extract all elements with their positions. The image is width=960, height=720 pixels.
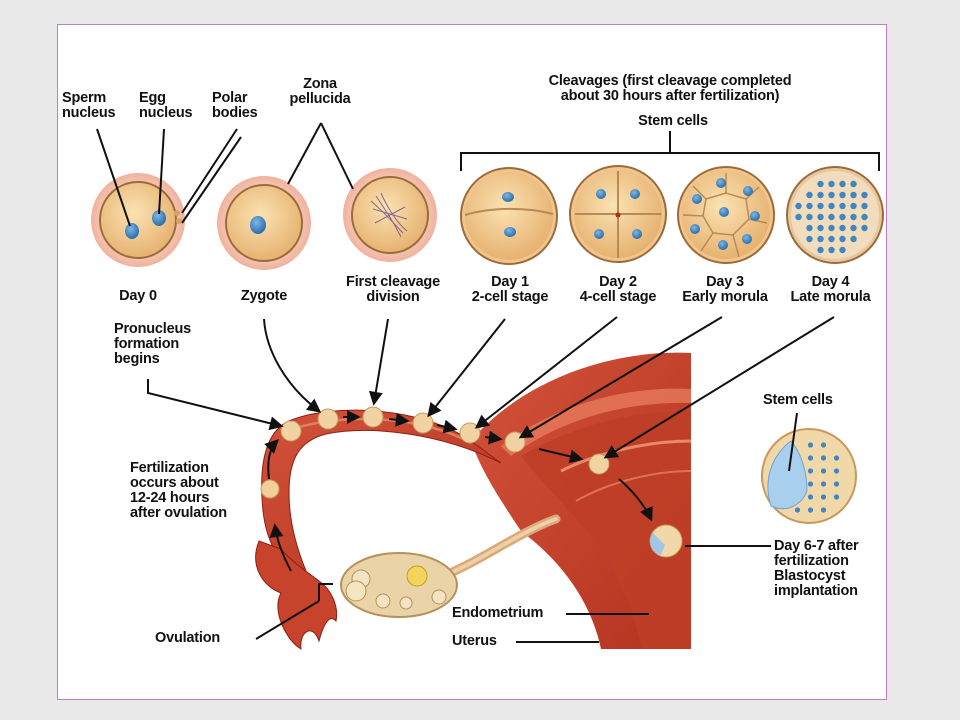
nucleus-dot	[833, 468, 840, 474]
label-stem-cells-right: Stem cells	[763, 392, 833, 408]
nucleus-dot	[807, 494, 814, 500]
nucleus-dot	[806, 213, 813, 221]
nucleus-dot	[850, 224, 857, 232]
nucleus-dot	[817, 180, 824, 188]
label-ovulation: Ovulation	[155, 630, 221, 646]
nucleus-dot	[817, 224, 824, 232]
nucleus-dot	[820, 468, 827, 474]
nucleus-dot	[850, 191, 857, 199]
nucleus-dot	[806, 235, 813, 243]
sperm-nucleus-dot	[125, 223, 139, 239]
nucleus-dot	[817, 202, 824, 210]
leader-lines	[96, 122, 880, 643]
nucleus-dot	[807, 468, 814, 474]
ovary	[340, 552, 458, 618]
nucleus-dot	[839, 191, 846, 199]
label-polar-bodies: Polar bodies	[212, 90, 258, 121]
nucleus-dot	[817, 235, 824, 243]
nucleus-dot	[833, 481, 840, 487]
nucleus-dot	[839, 213, 846, 221]
nucleus-dot	[807, 442, 814, 448]
nucleus-dot	[828, 246, 835, 254]
nucleus-dot	[820, 507, 827, 513]
nucleus-dot	[833, 455, 840, 461]
nucleus-dot	[861, 213, 868, 221]
stage-day1	[460, 167, 558, 265]
nucleus-dot	[828, 202, 835, 210]
nucleus-dot	[828, 213, 835, 221]
label-endometrium: Endometrium	[452, 605, 544, 621]
early-morula-embryo	[504, 431, 526, 453]
nucleus-dot	[861, 224, 868, 232]
stage-first-cleavage	[343, 168, 437, 262]
nucleus-dot	[839, 180, 846, 188]
nucleus-dot	[817, 213, 824, 221]
label-uterus: Uterus	[452, 633, 497, 649]
zygote-embryo	[317, 408, 339, 430]
nucleus-dot	[850, 180, 857, 188]
blastocyst-stem-cells	[761, 428, 857, 524]
nucleus-dot	[795, 213, 802, 221]
nucleus-dot	[850, 235, 857, 243]
nucleus-dot	[839, 224, 846, 232]
label-day1: Day 1 2-cell stage	[471, 274, 549, 305]
label-cleavages: Cleavages (first cleavage completed abou…	[548, 73, 792, 104]
nucleus-dot	[828, 180, 835, 188]
nucleus-dot	[820, 494, 827, 500]
nucleus-dot	[861, 191, 868, 199]
nucleus-dot	[828, 224, 835, 232]
label-stem-cells-top: Stem cells	[638, 113, 708, 129]
label-day0: Day 0	[119, 288, 157, 304]
stage-day0	[91, 173, 185, 267]
nucleus-dot	[807, 507, 814, 513]
nucleus-dot	[820, 455, 827, 461]
nucleus-dot	[833, 494, 840, 500]
nucleus-dot	[850, 213, 857, 221]
nucleus-dot	[861, 202, 868, 210]
nucleus-dot	[817, 246, 824, 254]
pronucleus-embryo	[280, 420, 302, 442]
figure-frame: Sperm nucleus Egg nucleus Polar bodies Z…	[57, 24, 887, 700]
stage-day3	[677, 166, 775, 264]
cleavage-embryo	[362, 406, 384, 428]
nucleus-dot	[839, 235, 846, 243]
label-sperm-nucleus: Sperm nucleus	[62, 90, 116, 121]
label-fertilization: Fertilization occurs about 12-24 hours a…	[130, 460, 227, 521]
nucleus-dot	[806, 191, 813, 199]
label-day3: Day 3 Early morula	[682, 274, 768, 305]
nucleus-dot	[794, 507, 801, 513]
label-day67: Day 6-7 after fertilization Blastocyst i…	[774, 538, 859, 599]
nucleus-dot	[850, 202, 857, 210]
label-day2: Day 2 4-cell stage	[579, 274, 657, 305]
nucleus-dot	[839, 246, 846, 254]
label-egg-nucleus: Egg nucleus	[139, 90, 193, 121]
label-day4: Day 4 Late morula	[790, 274, 871, 305]
fimbriae	[255, 540, 338, 650]
stage-day2	[569, 165, 667, 263]
nucleus-dot	[806, 202, 813, 210]
stage-day4	[786, 166, 884, 264]
nucleus-dot	[820, 442, 827, 448]
nucleus-dot	[820, 481, 827, 487]
nucleus-dot	[839, 202, 846, 210]
nucleus-dot	[807, 481, 814, 487]
late-morula-embryo	[588, 453, 610, 475]
nucleus-dot	[807, 455, 814, 461]
nucleus-dot	[828, 191, 835, 199]
nucleus-dot	[806, 224, 813, 232]
stage-zygote	[217, 176, 311, 270]
nucleus-dot	[817, 191, 824, 199]
embryo-development-diagram	[91, 122, 884, 650]
egg-nucleus-dot	[152, 210, 166, 226]
migration-arrows	[264, 410, 653, 572]
label-pronucleus: Pronucleus formation begins	[114, 321, 191, 367]
label-zygote: Zygote	[240, 288, 288, 304]
egg-in-tube	[260, 479, 280, 499]
nucleus-dot	[828, 235, 835, 243]
nucleus-dot	[795, 202, 802, 210]
two-cell-embryo	[412, 412, 434, 434]
label-first-cleavage: First cleavage division	[346, 274, 440, 305]
label-zona-pellucida: Zona pellucida	[289, 76, 351, 107]
ovulated-egg	[345, 580, 367, 602]
